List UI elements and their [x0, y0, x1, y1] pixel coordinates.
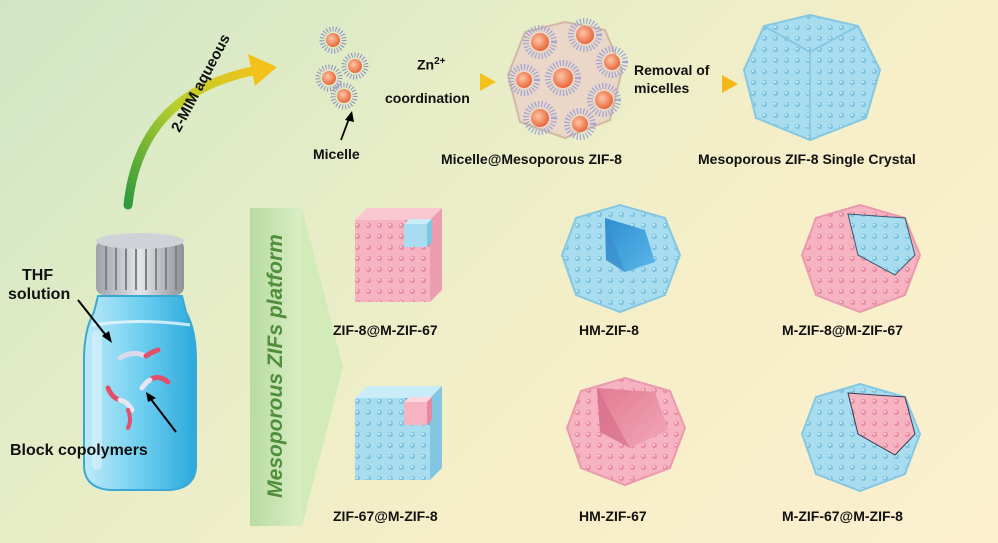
product-label-hm-zif67: HM-ZIF-67 [579, 508, 647, 524]
thf-label-line2: solution [8, 286, 71, 303]
micelle-cluster [315, 26, 369, 110]
block-copolymers-label: Block copolymers [10, 442, 148, 459]
product-label-zif8-at-mzif67: ZIF-8@M-ZIF-67 [333, 322, 438, 338]
product-mzif67-at-mzif8-graphic [800, 382, 922, 493]
mesoporous-zif8-crystal [742, 13, 882, 142]
platform-band [250, 208, 302, 526]
product-label-mzif8-at-mzif67: M-ZIF-8@M-ZIF-67 [782, 322, 903, 338]
product-zif8-at-mzif67-graphic [355, 208, 442, 302]
thf-pointer-arrow [77, 299, 109, 339]
mim-curved-arrow [123, 65, 263, 210]
zn-label: Zn2+ [417, 56, 446, 73]
product-hm-zif8-graphic [560, 203, 682, 314]
removal-label-line1: Removal of [634, 62, 710, 78]
product-hm-zif67-graphic [565, 376, 687, 487]
copolymer-pointer-arrow [149, 397, 177, 433]
platform-label: Mesoporous ZIFs platform [264, 234, 287, 498]
product-label-hm-zif8: HM-ZIF-8 [579, 322, 639, 338]
product-label-zif67-at-mzif8: ZIF-67@M-ZIF-8 [333, 508, 438, 524]
vial-cap [96, 240, 184, 295]
platform-arrow-head [302, 208, 343, 526]
thf-label-line1: THF [22, 267, 54, 284]
micelle-mesoporous-label: Micelle@Mesoporous ZIF-8 [441, 151, 622, 167]
product-label-mzif67-at-mzif8: M-ZIF-67@M-ZIF-8 [782, 508, 903, 524]
vial [83, 233, 197, 491]
coordination-label: coordination [385, 90, 470, 106]
removal-label-line2: micelles [634, 80, 690, 96]
product-zif67-at-mzif8-graphic [355, 386, 442, 480]
single-crystal-label: Mesoporous ZIF-8 Single Crystal [698, 151, 916, 167]
micelle-label: Micelle [313, 146, 360, 162]
product-mzif8-at-mzif67-graphic [800, 203, 922, 314]
vial-body [83, 295, 197, 491]
micelle-mesoporous-zif8 [506, 18, 628, 140]
